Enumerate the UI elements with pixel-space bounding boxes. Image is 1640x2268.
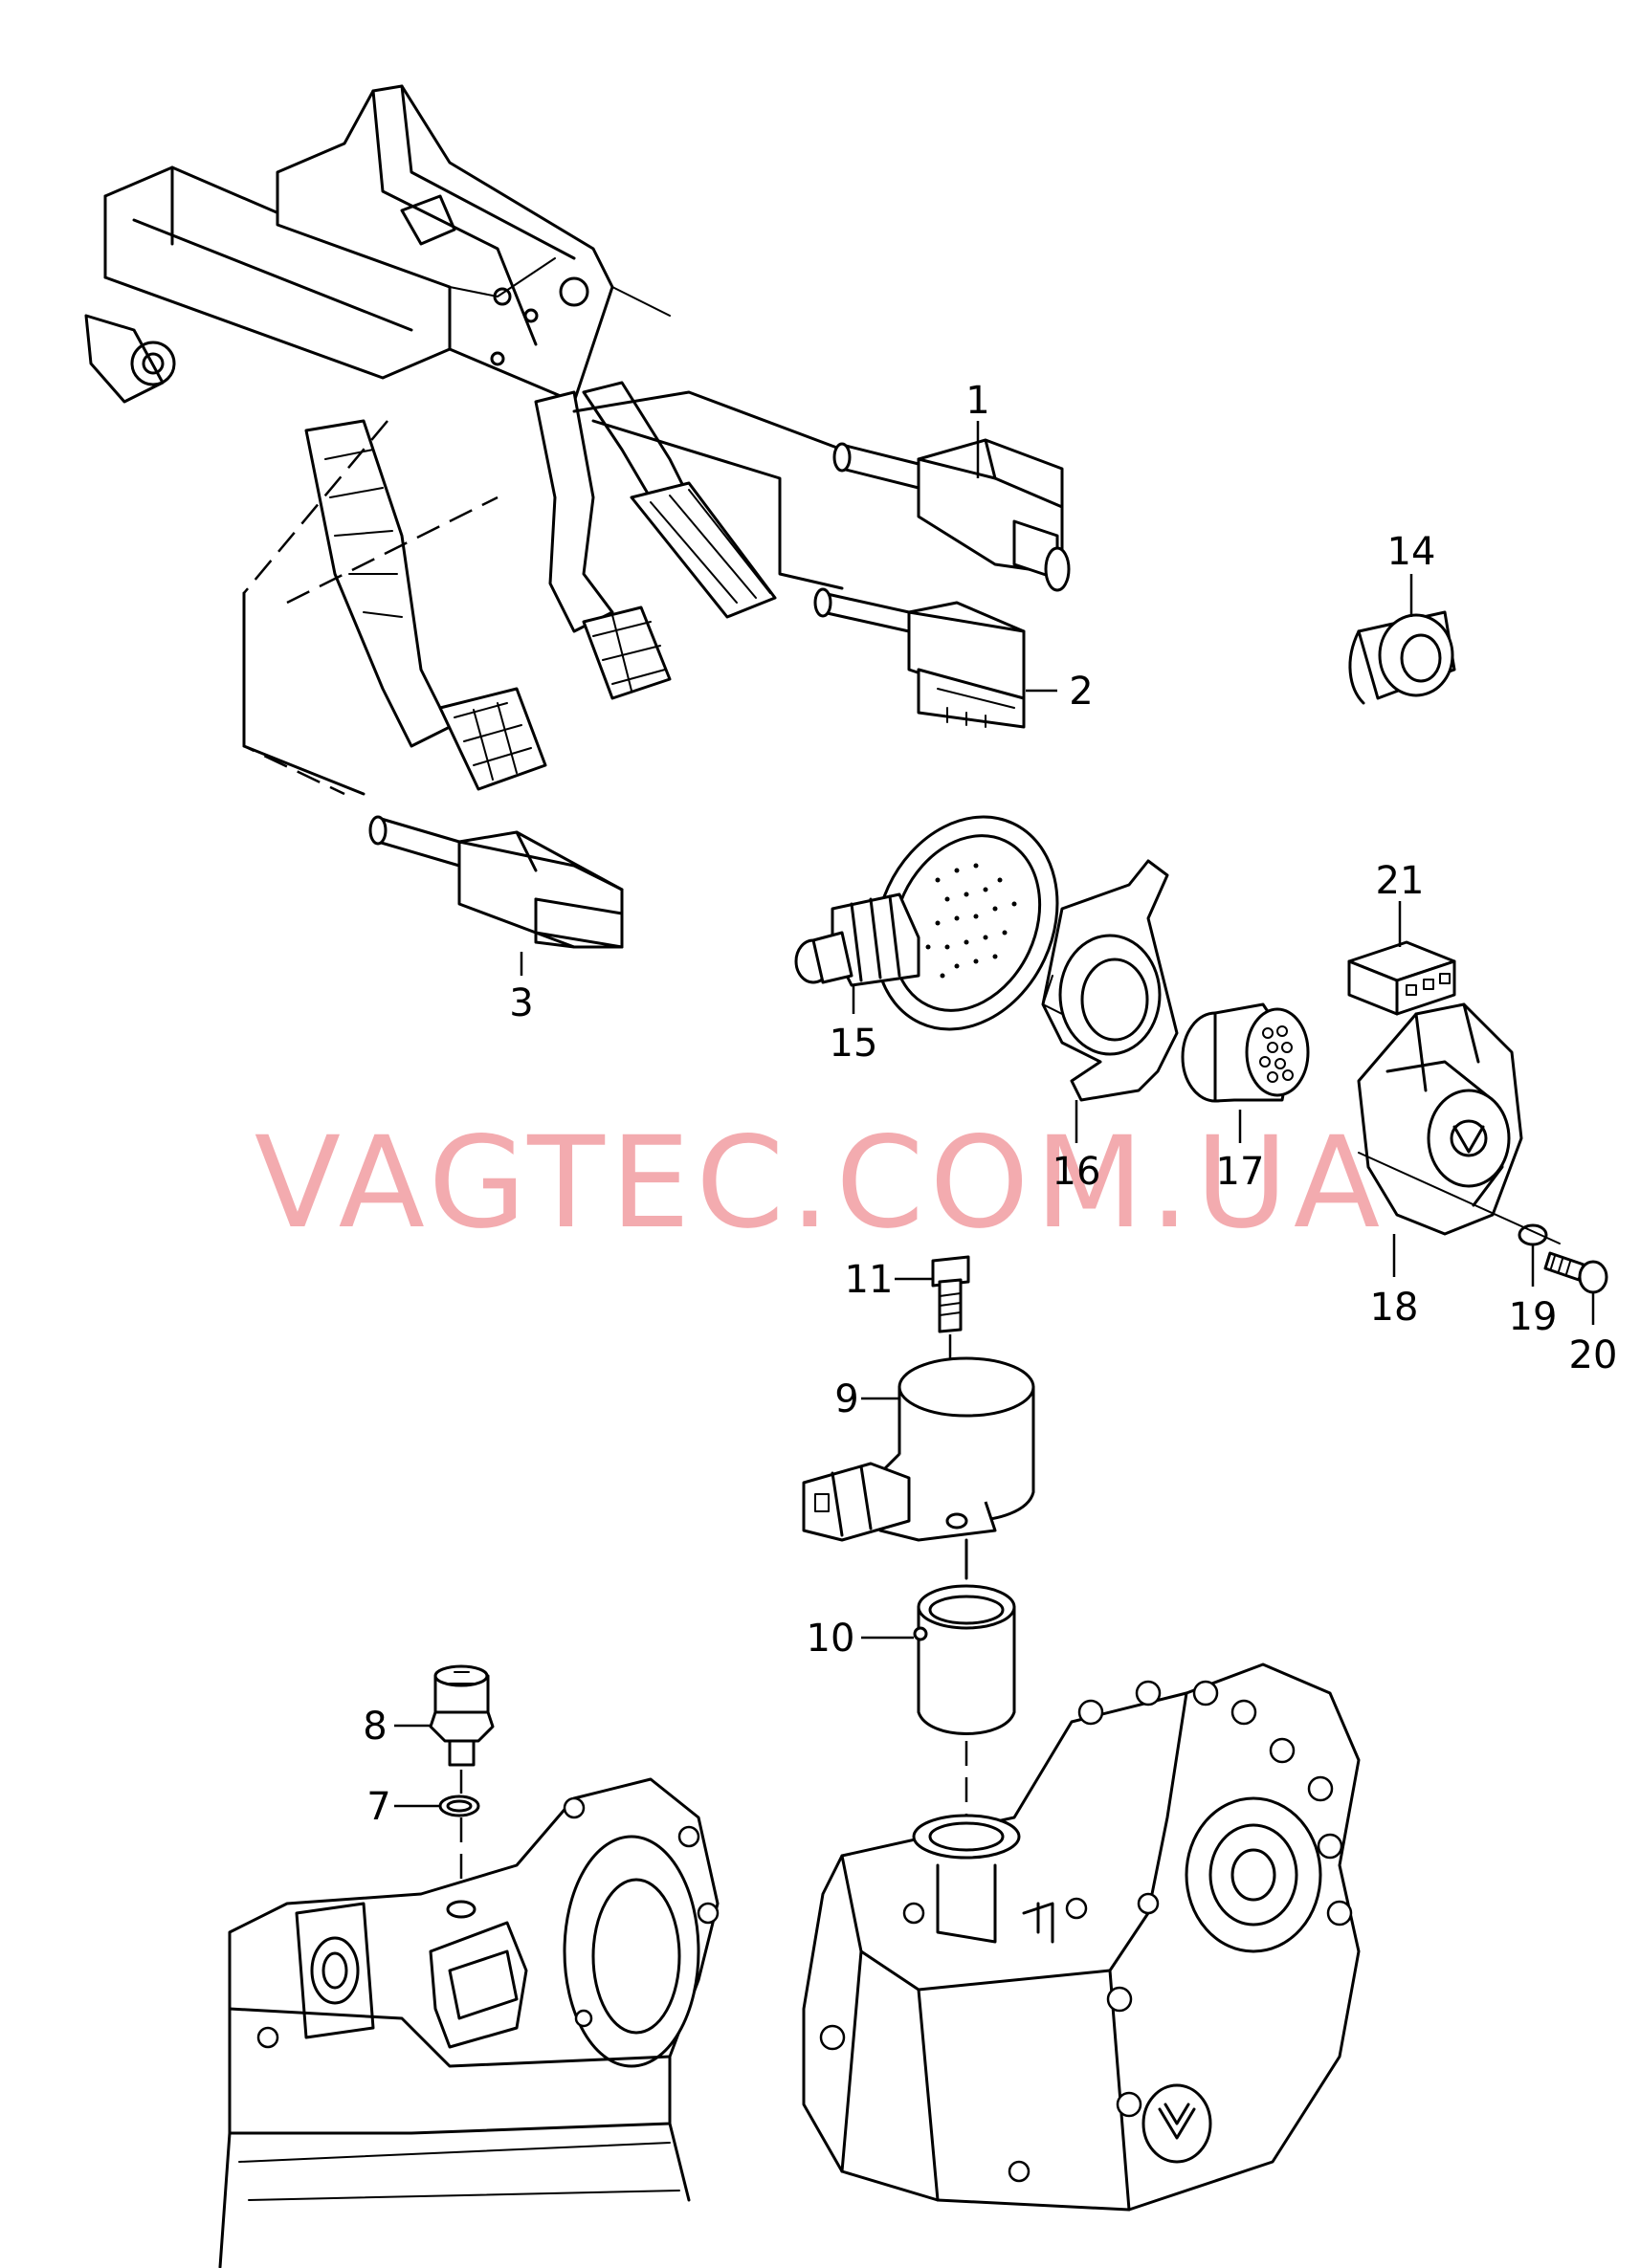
part-label-8: 8 bbox=[363, 1705, 387, 1749]
part-label-16: 16 bbox=[1053, 1150, 1101, 1194]
part-label-2: 2 bbox=[1069, 670, 1093, 714]
brake-light-switch-1 bbox=[832, 438, 1071, 592]
pressure-switch-8 bbox=[429, 1664, 495, 1767]
pedal-assembly bbox=[84, 84, 777, 791]
part-label-21: 21 bbox=[1376, 859, 1425, 903]
gearbox-right bbox=[802, 1662, 1361, 2212]
part-label-17: 17 bbox=[1216, 1150, 1265, 1194]
part-label-10: 10 bbox=[807, 1617, 855, 1661]
part-label-19: 19 bbox=[1509, 1295, 1558, 1339]
part-label-11: 11 bbox=[845, 1258, 894, 1302]
part-label-9: 9 bbox=[834, 1377, 858, 1421]
sensor-15 bbox=[794, 815, 1059, 1031]
washer-19 bbox=[1518, 1223, 1548, 1246]
part-label-15: 15 bbox=[830, 1022, 878, 1066]
clutch-pedal-switch-2 bbox=[813, 587, 1026, 729]
part-label-7: 7 bbox=[366, 1785, 390, 1829]
o-ring-7 bbox=[438, 1795, 480, 1817]
sleeve-10 bbox=[913, 1584, 1016, 1735]
guide-line bbox=[591, 419, 844, 590]
gearbox-left bbox=[218, 1777, 720, 2268]
o-ring-7-inner bbox=[446, 1799, 473, 1813]
brake-light-switch-3 bbox=[368, 815, 624, 949]
speed-sensor-9 bbox=[802, 1356, 1035, 1542]
part-label-20: 20 bbox=[1569, 1333, 1618, 1377]
watermark-text: VAGTEC.COM.UA bbox=[255, 1110, 1385, 1257]
housing-18 bbox=[1357, 1002, 1523, 1236]
guide-line bbox=[1358, 1152, 1561, 1244]
part-label-1: 1 bbox=[965, 379, 989, 423]
grommet-14 bbox=[1348, 610, 1456, 705]
guide-line bbox=[242, 591, 366, 796]
part-label-18: 18 bbox=[1370, 1286, 1419, 1330]
guide-line bbox=[572, 390, 844, 451]
connector-block-21 bbox=[1347, 940, 1456, 1016]
part-label-14: 14 bbox=[1387, 530, 1436, 574]
screw-20 bbox=[1543, 1251, 1608, 1294]
guide-line bbox=[286, 495, 499, 605]
plug-17 bbox=[1181, 1002, 1310, 1103]
bracket-16 bbox=[1041, 859, 1179, 1102]
bolt-11 bbox=[931, 1255, 970, 1333]
part-label-3: 3 bbox=[509, 981, 533, 1025]
